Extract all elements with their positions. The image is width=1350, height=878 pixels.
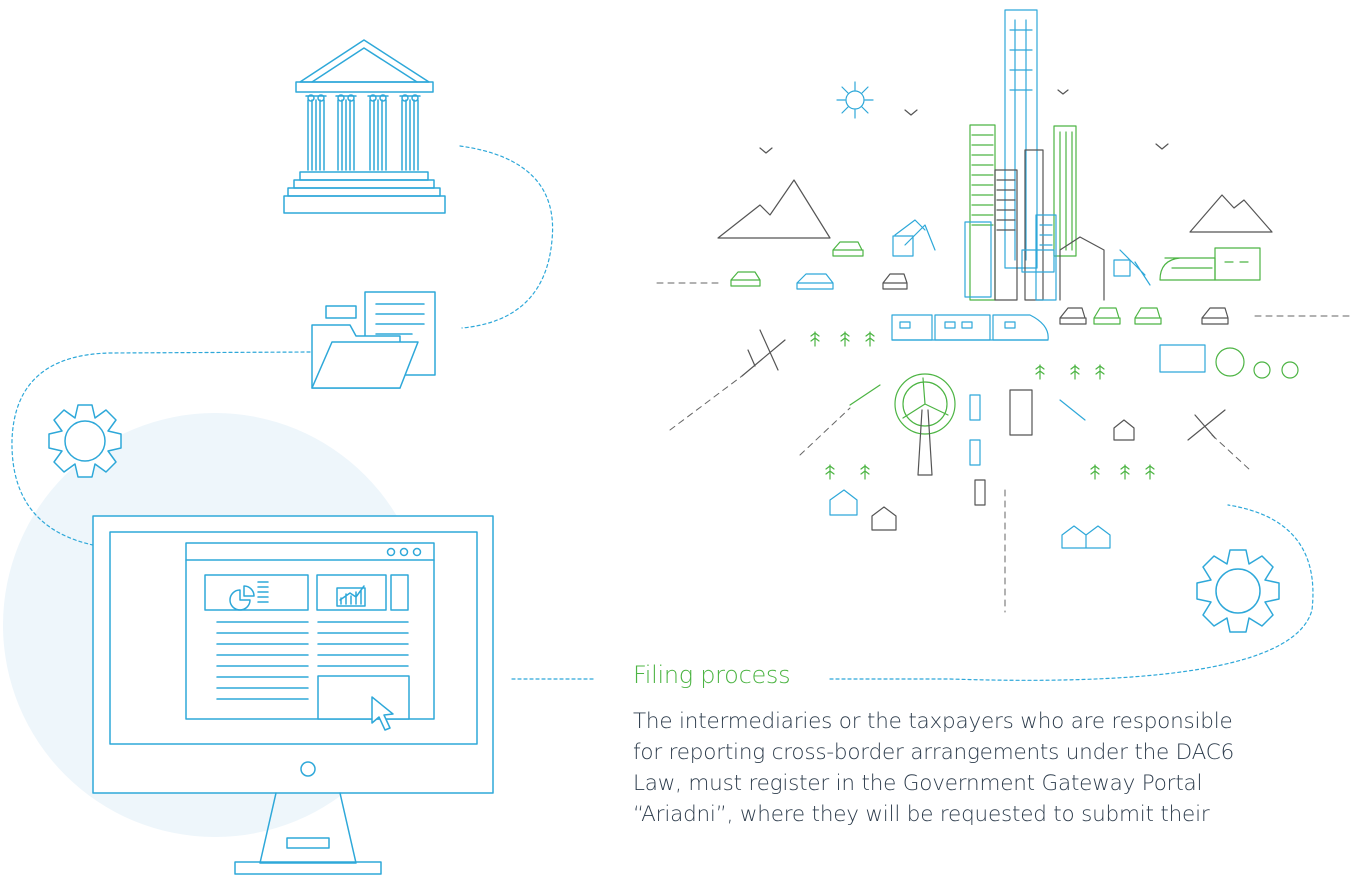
gear-icon [1196,549,1280,633]
section-body: The intermediaries or the taxpayers who … [633,706,1350,830]
dashed-road-lines [656,282,1350,613]
gear-icon [48,404,122,478]
folder-document-icon [311,291,436,389]
dashed-connectors [11,145,1314,681]
body-line: “Ariadni”, where they will be requested … [633,802,1210,827]
bank-building-icon [283,39,446,214]
section-heading: Filing process [633,661,791,689]
city-illustration [717,9,1299,549]
body-line: Law, must register in the Government Gat… [633,771,1203,796]
body-line: The intermediaries or the taxpayers who … [633,709,1233,734]
computer-monitor-icon [92,515,494,875]
body-line: for reporting cross-border arrangements … [633,740,1235,765]
